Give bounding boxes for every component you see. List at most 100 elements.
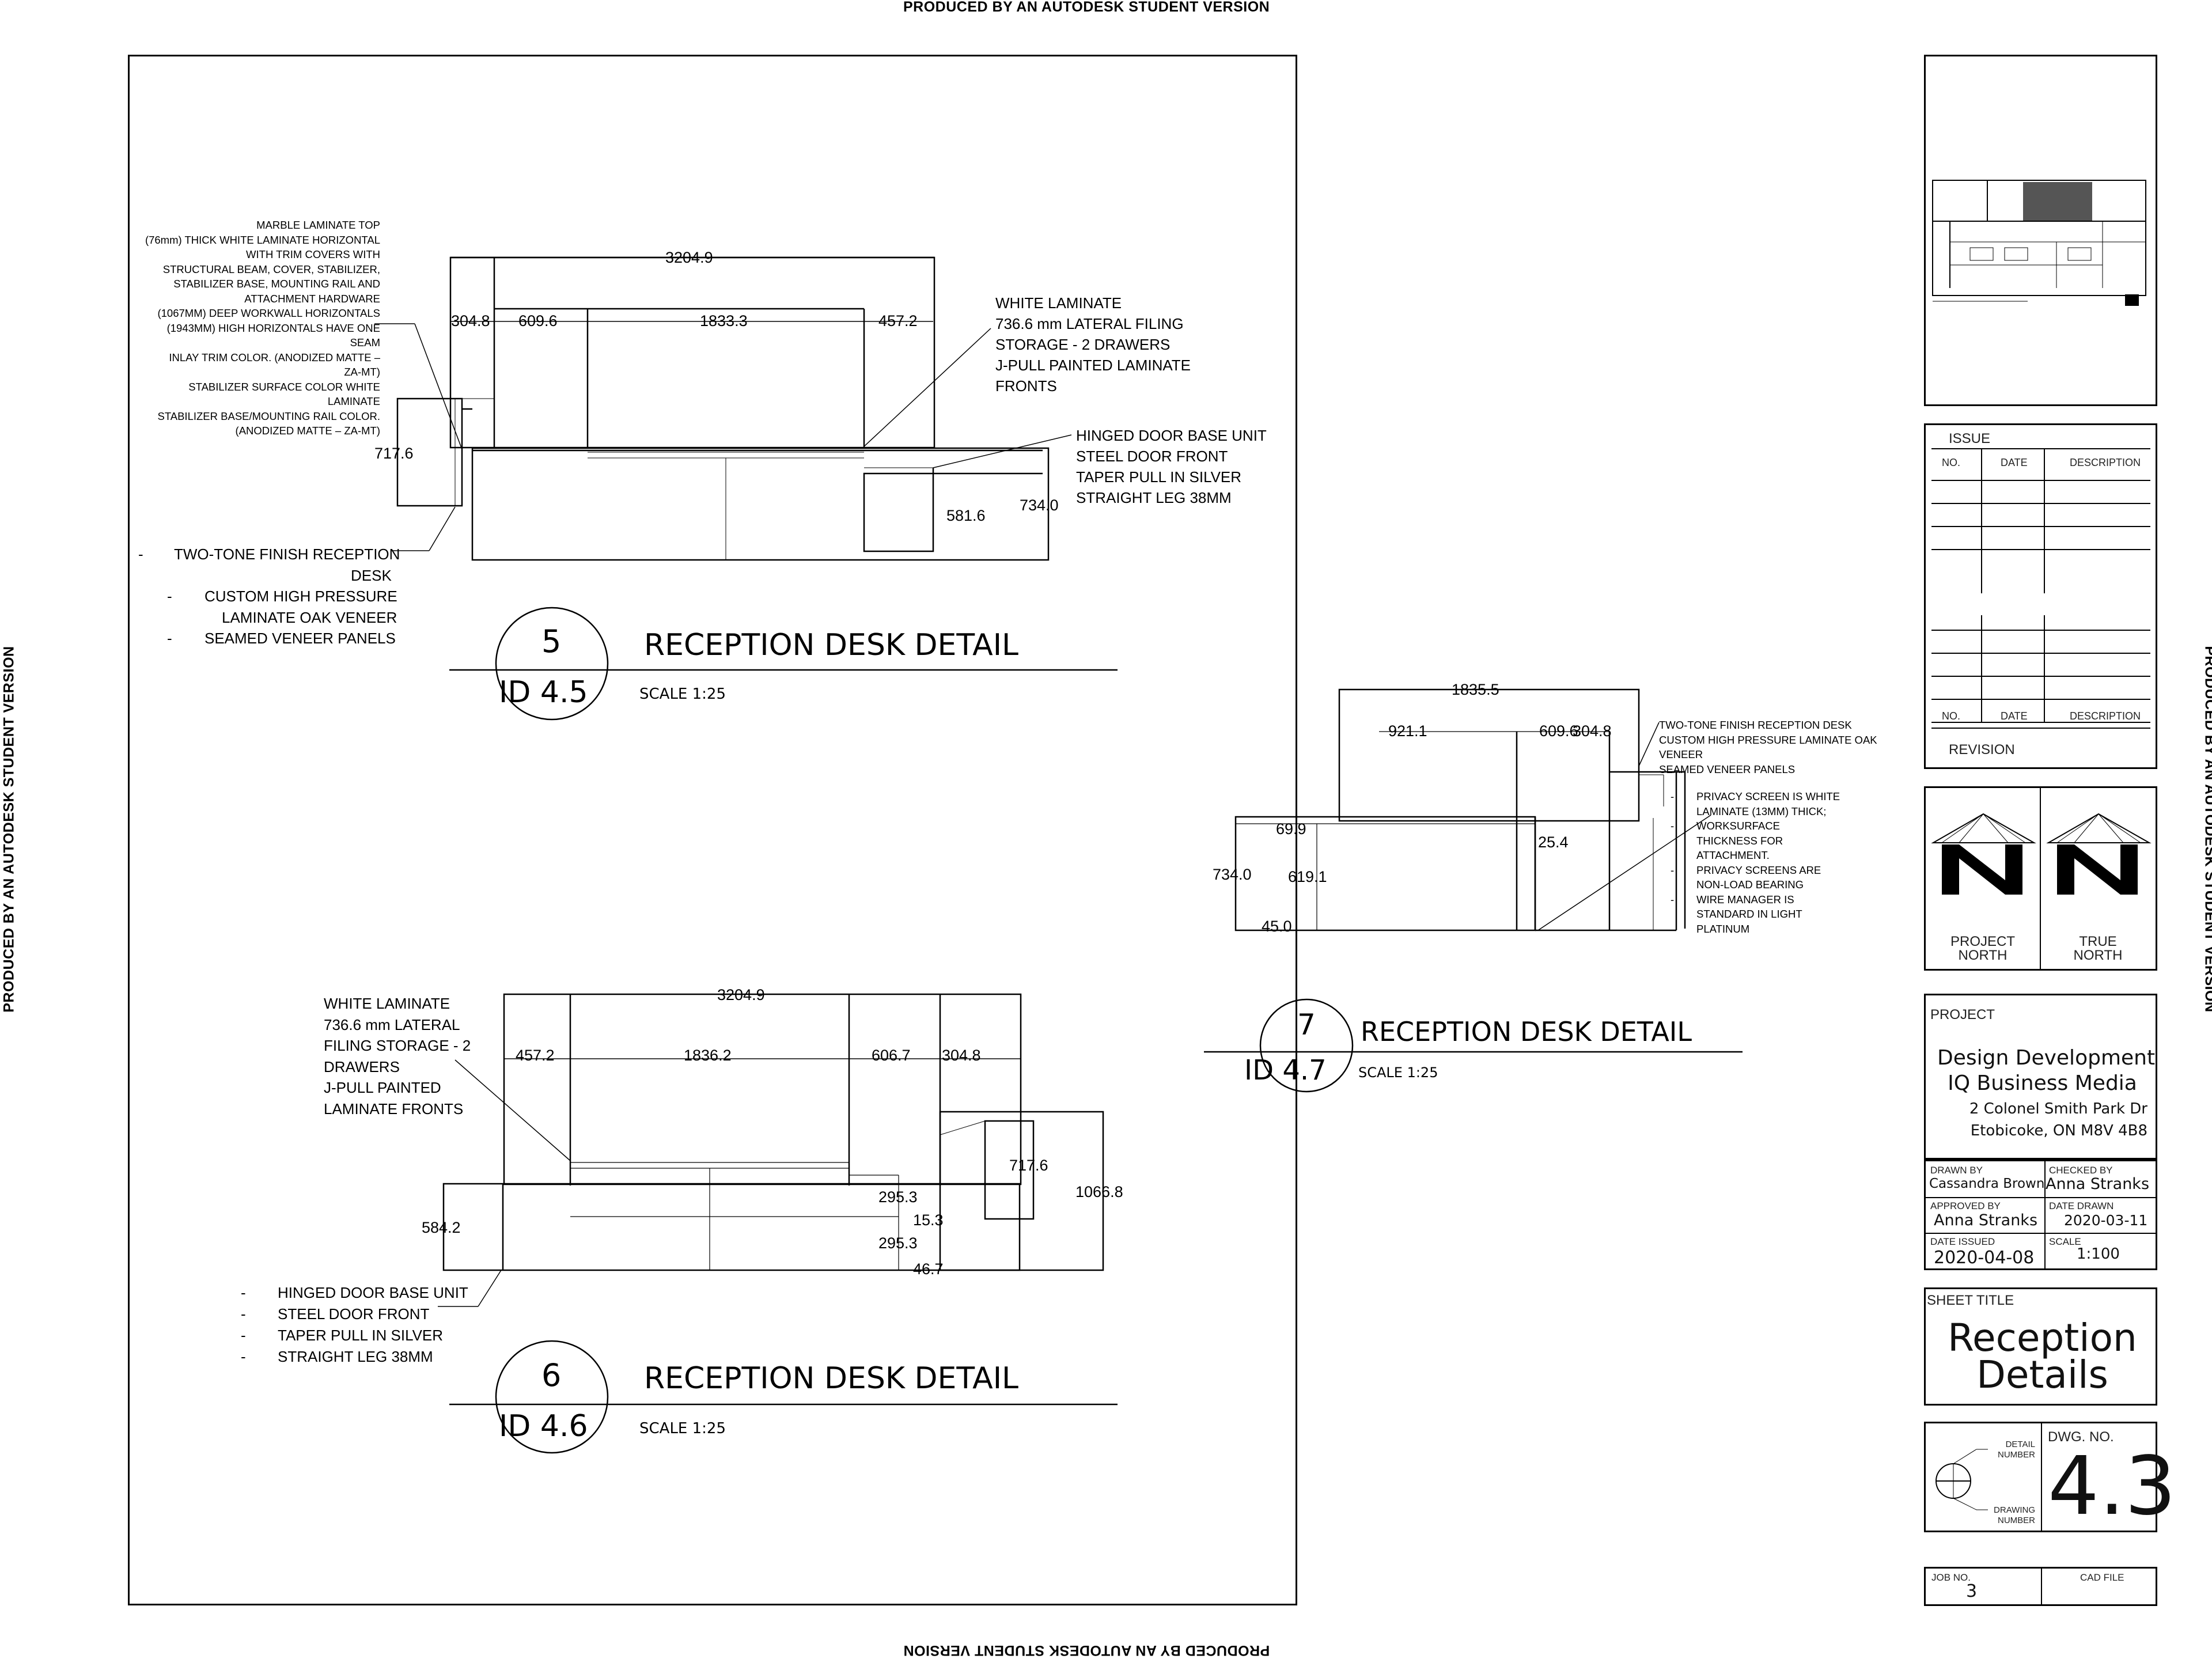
dim-label: 1835.5 [1452, 681, 1499, 698]
note-line: (ANODIZED MATTE – ZA-MT) [235, 425, 380, 437]
note-line: STEEL DOOR FRONT [1076, 448, 1228, 465]
note-line: SEAMED VENEER PANELS [1659, 763, 1796, 775]
scale-value: 1:100 [2077, 1245, 2120, 1263]
note-line: -PRIVACY SCREENS ARE [1671, 863, 1821, 876]
detail-5-scale: SCALE 1:25 [639, 685, 726, 703]
drawing-info-box: DRAWN BY Cassandra Brown CHECKED BY Anna… [1924, 1160, 2157, 1270]
detail-6-scale: SCALE 1:25 [639, 1420, 726, 1437]
project-city: Etobicoke, ON M8V 4B8 [1970, 1122, 2147, 1139]
drawn-by-label: DRAWN BY [1930, 1165, 1983, 1176]
note-line: -HINGED DOOR BASE UNIT [241, 1284, 468, 1301]
detail-5-title: RECEPTION DESK DETAIL [644, 628, 1018, 662]
note-line: DRAWERS [324, 1058, 400, 1075]
key-plan-thumbnail [1932, 180, 2146, 306]
note-line: -SEAMED VENEER PANELS [167, 630, 396, 647]
note-line: WHITE LAMINATE [995, 294, 1122, 312]
drawn-by: Cassandra Brown [1929, 1176, 2045, 1191]
col-no: NO. [1942, 457, 1961, 468]
dim-label: 717.6 [1009, 1157, 1048, 1174]
detail-7-notes-list: -PRIVACY SCREEN IS WHITE LAMINATE (13MM)… [1671, 789, 1840, 936]
note-line: -TAPER PULL IN SILVER [241, 1327, 444, 1344]
dim-label: 3204.9 [665, 249, 713, 266]
dim-label: 1836.2 [684, 1047, 732, 1064]
col-date: DATE [2001, 710, 2028, 722]
note-line: CUSTOM HIGH PRESSURE LAMINATE OAK [1659, 733, 1877, 746]
note-line: NON-LOAD BEARING [1696, 878, 1804, 891]
note-line: -PRIVACY SCREEN IS WHITE [1671, 790, 1840, 802]
note-line: STRAIGHT LEG 38MM [1076, 489, 1232, 506]
note-line: STABILIZER BASE, MOUNTING RAIL AND [173, 278, 380, 290]
note-line: ATTACHMENT HARDWARE [244, 292, 380, 305]
dim-label: 304.8 [451, 312, 490, 329]
dim-label: 921.1 [1388, 722, 1427, 740]
note-line: MARBLE LAMINATE TOP [256, 219, 380, 231]
note-line: WHITE LAMINATE [324, 995, 450, 1012]
note-line: INLAY TRIM COLOR. (ANODIZED MATTE – [169, 351, 380, 363]
detail-7-scale: SCALE 1:25 [1358, 1065, 1438, 1081]
checked-by: Anna Stranks [2046, 1175, 2150, 1193]
note-line: (1067MM) DEEP WORKWALL HORIZONTALS [157, 307, 380, 319]
note-line: DESK [351, 566, 392, 584]
note-line: STORAGE - 2 DRAWERS [995, 336, 1171, 353]
dwg-number: 4.3 [2048, 1440, 2176, 1533]
dim-label: 609.6 [1539, 722, 1578, 740]
issue-revision-box: ISSUE NO. DATE DESCRIPTION NO. DATE DESC… [1924, 423, 2157, 769]
detail-symbol-icon [1936, 1449, 1988, 1510]
note-line: LAMINATE [327, 395, 380, 407]
note-line: STABILIZER BASE/MOUNTING RAIL COLOR. [157, 410, 380, 422]
sheet-title-label: SHEET TITLE [1927, 1293, 2014, 1308]
dim-label: 15.3 [913, 1211, 944, 1229]
dwg-no-label: DWG. NO. [2048, 1429, 2114, 1445]
cad-file-label: CAD FILE [2080, 1572, 2124, 1583]
dim-label: 45.0 [1262, 918, 1292, 935]
note-line: (76mm) THICK WHITE LAMINATE HORIZONTAL [145, 233, 380, 246]
note-line: LAMINATE OAK VENEER [222, 608, 397, 626]
dim-label: 619.1 [1288, 868, 1327, 885]
note-line: STABILIZER SURFACE COLOR WHITE [188, 380, 380, 393]
scale-label: SCALE [2049, 1236, 2081, 1247]
sheet-title-line2: Details [1976, 1353, 2108, 1397]
project-address: 2 Colonel Smith Park Dr [1969, 1100, 2147, 1118]
col-no: NO. [1942, 710, 1961, 722]
detail-5-notes-right-mid: HINGED DOOR BASE UNIT STEEL DOOR FRONT T… [1076, 425, 1267, 508]
dim-label: 457.2 [878, 312, 918, 329]
dim-label: 304.8 [942, 1047, 981, 1064]
note-line: TWO-TONE FINISH RECEPTION DESK [1659, 719, 1852, 731]
note-line: J-PULL PAINTED LAMINATE [995, 357, 1191, 374]
project-label: PROJECT [1930, 1007, 1995, 1022]
sheet-title-box: SHEET TITLE Reception Details [1924, 1287, 2157, 1406]
note-line: PLATINUM [1696, 922, 1750, 935]
detail-6-title: RECEPTION DESK DETAIL [644, 1361, 1018, 1396]
checked-by-label: CHECKED BY [2049, 1165, 2113, 1176]
col-description: DESCRIPTION [2070, 457, 2141, 468]
note-line: -WIRE MANAGER IS [1671, 893, 1794, 906]
detail-5-drawing [374, 256, 1118, 721]
note-line: -CUSTOM HIGH PRESSURE [167, 588, 397, 605]
note-line: -TWO-TONE FINISH RECEPTION [138, 546, 400, 563]
sheet-title-line1: Reception [1948, 1316, 2137, 1360]
detail-6-drawing [438, 993, 1118, 1454]
detail-6-ref: ID 4.6 [499, 1409, 588, 1444]
dim-label: 717.6 [374, 445, 414, 462]
date-issued-label: DATE ISSUED [1930, 1236, 1995, 1247]
note-line: FRONTS [995, 377, 1057, 395]
detail-5-notes-right-top: WHITE LAMINATE 736.6 mm LATERAL FILING S… [995, 293, 1191, 396]
project-client: IQ Business Media [1948, 1071, 2137, 1095]
dim-label: 734.0 [1020, 497, 1059, 514]
dim-label: 609.6 [518, 312, 558, 329]
project-box: PROJECT Design Development IQ Business M… [1924, 994, 2157, 1160]
project-north-icon [1931, 813, 2036, 895]
job-no-label: JOB NO. [1931, 1572, 1971, 1583]
detail-6-number: 6 [541, 1357, 562, 1393]
detail-6-notes-bottom: -HINGED DOOR BASE UNIT -STEEL DOOR FRONT… [241, 1282, 468, 1368]
dim-label: 46.7 [913, 1260, 944, 1278]
dim-label: 25.4 [1538, 834, 1569, 851]
dim-label: 457.2 [516, 1047, 555, 1064]
